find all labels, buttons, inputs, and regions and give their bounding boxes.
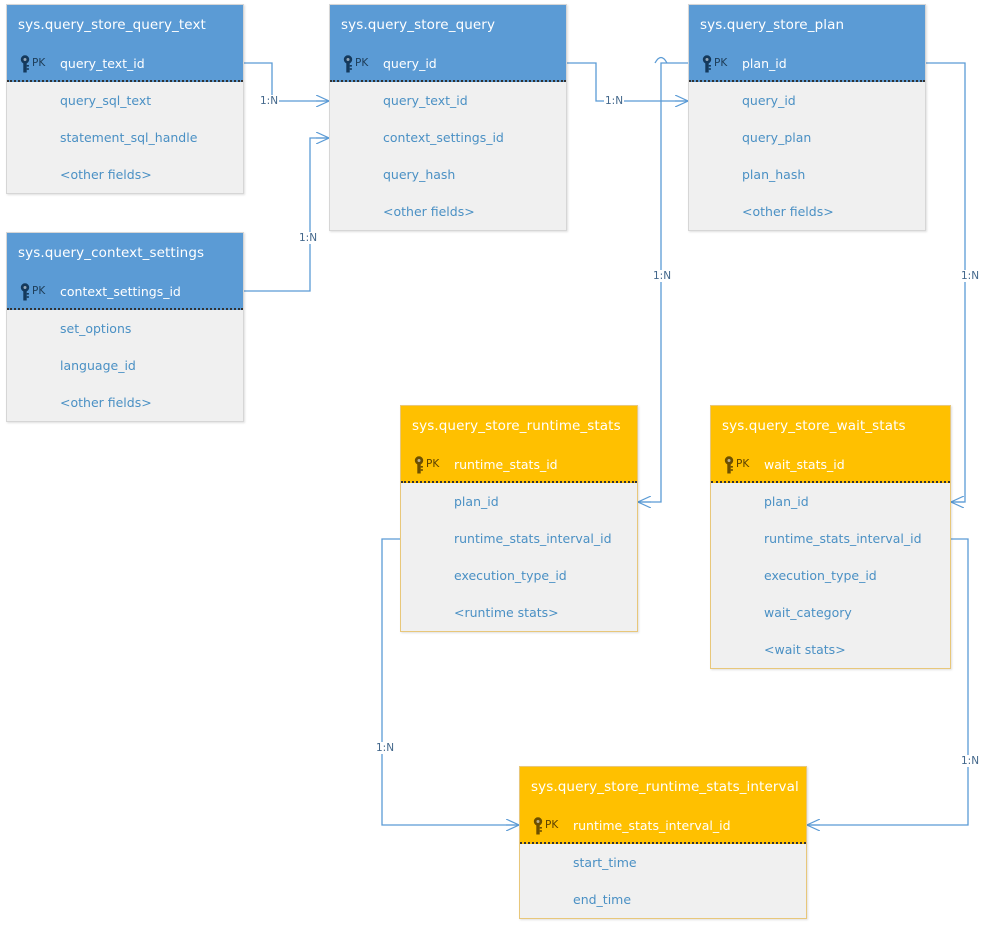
primary-key-icon — [343, 55, 353, 73]
primary-key-icon — [724, 456, 734, 474]
entity-primary-key-row[interactable]: PK query_id — [330, 45, 566, 82]
entity-primary-key-row[interactable]: PK runtime_stats_interval_id — [520, 807, 806, 844]
primary-key-tag: PK — [32, 285, 46, 297]
primary-key-icon — [723, 456, 735, 474]
entity-field[interactable]: query_sql_text — [60, 93, 152, 108]
entity-field[interactable]: <wait stats> — [764, 642, 846, 657]
entity-field[interactable]: runtime_stats_interval_id — [764, 531, 922, 546]
entity-field-list: start_time end_time — [520, 844, 806, 918]
entity-field[interactable]: wait_category — [764, 605, 852, 620]
primary-key-field-name: query_text_id — [60, 56, 145, 71]
primary-key-icon — [19, 55, 31, 73]
entity-field-list: query_text_id context_settings_id query_ha… — [330, 82, 566, 230]
entity-field[interactable]: set_options — [60, 321, 132, 336]
entity-title: sys.query_store_query_text — [7, 5, 243, 45]
entity-title: sys.query_store_query — [330, 5, 566, 45]
relationship-line-rel-context-to-query[interactable] — [244, 138, 329, 292]
entity-field-list: plan_id runtime_stats_interval_id executio… — [401, 483, 637, 631]
entity-field[interactable]: <other fields> — [60, 167, 152, 182]
relationship-line-rel-query-to-plan[interactable] — [567, 62, 688, 101]
entity-field-list: plan_id runtime_stats_interval_id executio… — [711, 483, 950, 668]
primary-key-field-name: runtime_stats_interval_id — [573, 818, 731, 833]
cardinality-label: 1:N — [604, 95, 625, 107]
primary-key-tag: PK — [545, 819, 559, 831]
primary-key-field-name: runtime_stats_id — [454, 457, 558, 472]
entity-primary-key-row[interactable]: PK query_text_id — [7, 45, 243, 82]
entity-field[interactable]: plan_id — [764, 494, 809, 509]
primary-key-icon — [342, 55, 354, 73]
entity-title: sys.query_store_runtime_stats_interval — [520, 767, 806, 807]
entity-title: sys.query_store_runtime_stats — [401, 406, 637, 446]
entity-field-list: query_sql_text statement_sql_handle <other… — [7, 82, 243, 193]
cardinality-label: 1:N — [259, 95, 280, 107]
primary-key-icon — [702, 55, 712, 73]
cardinality-label: 1:N — [652, 270, 673, 282]
relationship-line-rel-text-to-query[interactable] — [244, 62, 329, 101]
entity-field[interactable]: runtime_stats_interval_id — [454, 531, 612, 546]
entity-field[interactable]: query_plan — [742, 130, 812, 145]
entity-field[interactable]: context_settings_id — [383, 130, 504, 145]
primary-key-icon — [414, 456, 424, 474]
line-hop-arc — [654, 56, 668, 64]
entity-title: sys.query_context_settings — [7, 233, 243, 273]
entity-primary-key-row[interactable]: PK wait_stats_id — [711, 446, 950, 483]
primary-key-field-name: context_settings_id — [60, 284, 181, 299]
entity-field[interactable]: <other fields> — [383, 204, 475, 219]
primary-key-icon — [20, 55, 30, 73]
entity-field[interactable]: statement_sql_handle — [60, 130, 198, 145]
primary-key-tag: PK — [736, 458, 750, 470]
primary-key-icon — [533, 817, 543, 835]
cardinality-label: 1:N — [960, 270, 981, 282]
entity-field[interactable]: execution_type_id — [764, 568, 877, 583]
primary-key-field-name: wait_stats_id — [764, 457, 845, 472]
primary-key-field-name: query_id — [383, 56, 437, 71]
entity-field[interactable]: <other fields> — [60, 395, 152, 410]
cardinality-label: 1:N — [960, 755, 981, 767]
entity-field[interactable]: plan_id — [454, 494, 499, 509]
entity-field[interactable]: query_hash — [383, 167, 456, 182]
entity-field[interactable]: language_id — [60, 358, 136, 373]
entity-field-list: set_options language_id <other fields> — [7, 310, 243, 421]
entity-field[interactable]: execution_type_id — [454, 568, 567, 583]
primary-key-icon — [20, 283, 30, 301]
entity-field-list: query_id query_plan plan_hash <other fields… — [689, 82, 925, 230]
primary-key-tag: PK — [32, 57, 46, 69]
entity-field[interactable]: start_time — [573, 855, 637, 870]
entity-primary-key-row[interactable]: PK plan_id — [689, 45, 925, 82]
entity-primary-key-row[interactable]: PK context_settings_id — [7, 273, 243, 310]
entity-field[interactable]: query_text_id — [383, 93, 468, 108]
entity-field[interactable]: end_time — [573, 892, 632, 907]
cardinality-label: 1:N — [375, 742, 396, 754]
primary-key-tag: PK — [355, 57, 369, 69]
entity-field[interactable]: plan_hash — [742, 167, 806, 182]
primary-key-tag: PK — [426, 458, 440, 470]
entity-field[interactable]: query_id — [742, 93, 796, 108]
primary-key-icon — [19, 283, 31, 301]
primary-key-field-name: plan_id — [742, 56, 787, 71]
relationship-line-rel-plan-to-runtime-stats[interactable] — [638, 62, 688, 502]
primary-key-icon — [701, 55, 713, 73]
cardinality-label: 1:N — [298, 232, 319, 244]
entity-title: sys.query_store_plan — [689, 5, 925, 45]
entity-field[interactable]: <runtime stats> — [454, 605, 559, 620]
primary-key-icon — [413, 456, 425, 474]
primary-key-icon — [532, 817, 544, 835]
entity-field[interactable]: <other fields> — [742, 204, 834, 219]
entity-title: sys.query_store_wait_stats — [711, 406, 950, 446]
primary-key-tag: PK — [714, 57, 728, 69]
entity-primary-key-row[interactable]: PK runtime_stats_id — [401, 446, 637, 483]
